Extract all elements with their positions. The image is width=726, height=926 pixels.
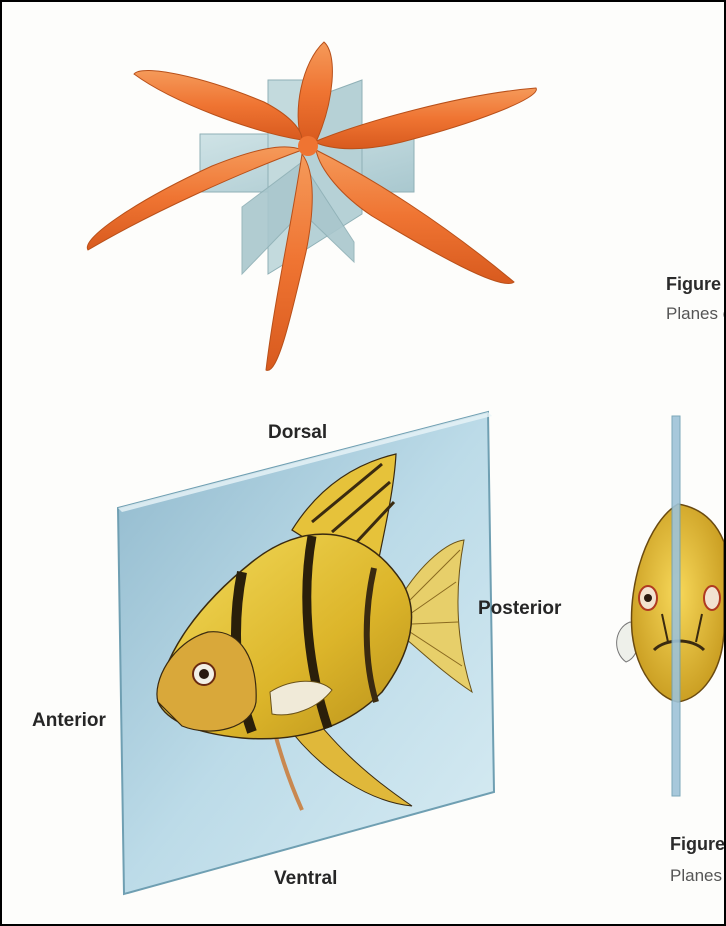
figure-caption-title-2: Figure [670, 834, 725, 855]
figure-caption-text-1: Planes o [666, 304, 726, 324]
front-fish-illustration [617, 416, 724, 796]
label-posterior: Posterior [478, 598, 561, 620]
label-anterior: Anterior [32, 710, 106, 732]
figure-caption-title-1: Figure [666, 274, 721, 295]
front-sagittal-plane [672, 416, 680, 796]
starfish-illustration [87, 42, 536, 370]
label-dorsal: Dorsal [268, 422, 327, 444]
angelfish-illustration [118, 412, 494, 894]
figure-caption-text-2: Planes [670, 866, 722, 886]
label-ventral: Ventral [274, 868, 337, 890]
